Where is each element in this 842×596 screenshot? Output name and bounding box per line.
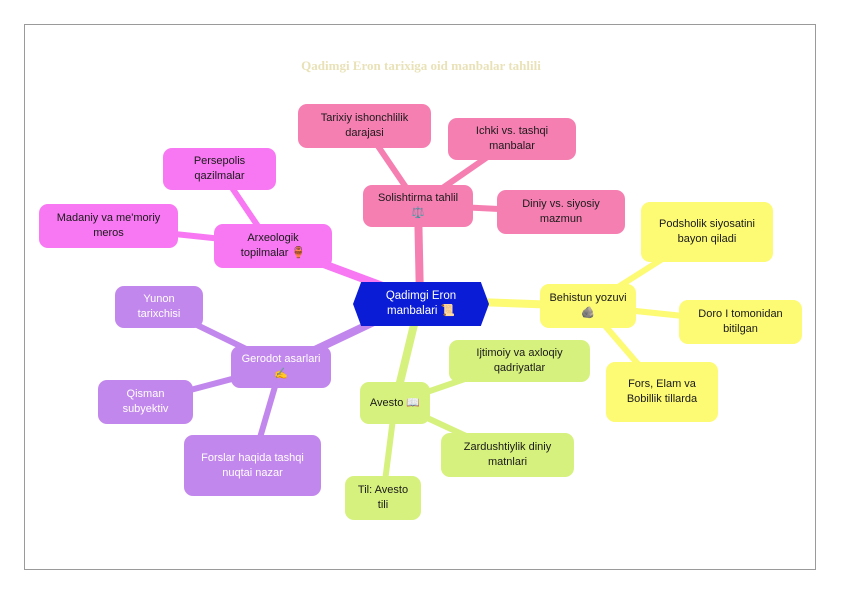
node-zardushtiylik[interactable]: Zardushtiylik diniy matnlari xyxy=(441,433,574,477)
node-ijtimoiy-axloqiy[interactable]: Ijtimoiy va axloqiy qadriyatlar xyxy=(449,340,590,382)
map-title: Qadimgi Eron tarixiga oid manbalar tahli… xyxy=(301,58,541,73)
node-til-avesto[interactable]: Til: Avesto tili xyxy=(345,476,421,520)
node-persepolis[interactable]: Persepolis qazilmalar xyxy=(163,148,276,190)
node-doro-i[interactable]: Doro I tomonidan bitilgan xyxy=(679,300,802,344)
branch-avesto[interactable]: Avesto 📖 xyxy=(360,382,430,424)
node-madaniy-meros[interactable]: Madaniy va me'moriy meros xyxy=(39,204,178,248)
branch-solishtirma-tahlil[interactable]: Solishtirma tahlil ⚖️ xyxy=(363,185,473,227)
branch-behistun-yozuvi[interactable]: Behistun yozuvi 🪨 xyxy=(540,284,636,328)
branch-gerodot-asarlari[interactable]: Gerodot asarlari ✍️ xyxy=(231,346,331,388)
node-yunon-tarixchisi[interactable]: Yunon tarixchisi xyxy=(115,286,203,328)
node-fors-elam-bobil[interactable]: Fors, Elam va Bobillik tillarda xyxy=(606,362,718,422)
branch-arxeologik-topilmalar[interactable]: Arxeologik topilmalar 🏺 xyxy=(214,224,332,268)
node-qisman-subyektiv[interactable]: Qisman subyektiv xyxy=(98,380,193,424)
node-tarixiy-ishonchlilik[interactable]: Tarixiy ishonchlilik darajasi xyxy=(298,104,431,148)
node-ichki-tashqi[interactable]: Ichki vs. tashqi manbalar xyxy=(448,118,576,160)
node-podsholik-siyosati[interactable]: Podsholik siyosatini bayon qiladi xyxy=(641,202,773,262)
node-forslar-haqida[interactable]: Forslar haqida tashqi nuqtai nazar xyxy=(184,435,321,496)
node-diniy-siyosiy[interactable]: Diniy vs. siyosiy mazmun xyxy=(497,190,625,234)
central-node[interactable]: Qadimgi Eron manbalari 📜 xyxy=(353,282,489,326)
